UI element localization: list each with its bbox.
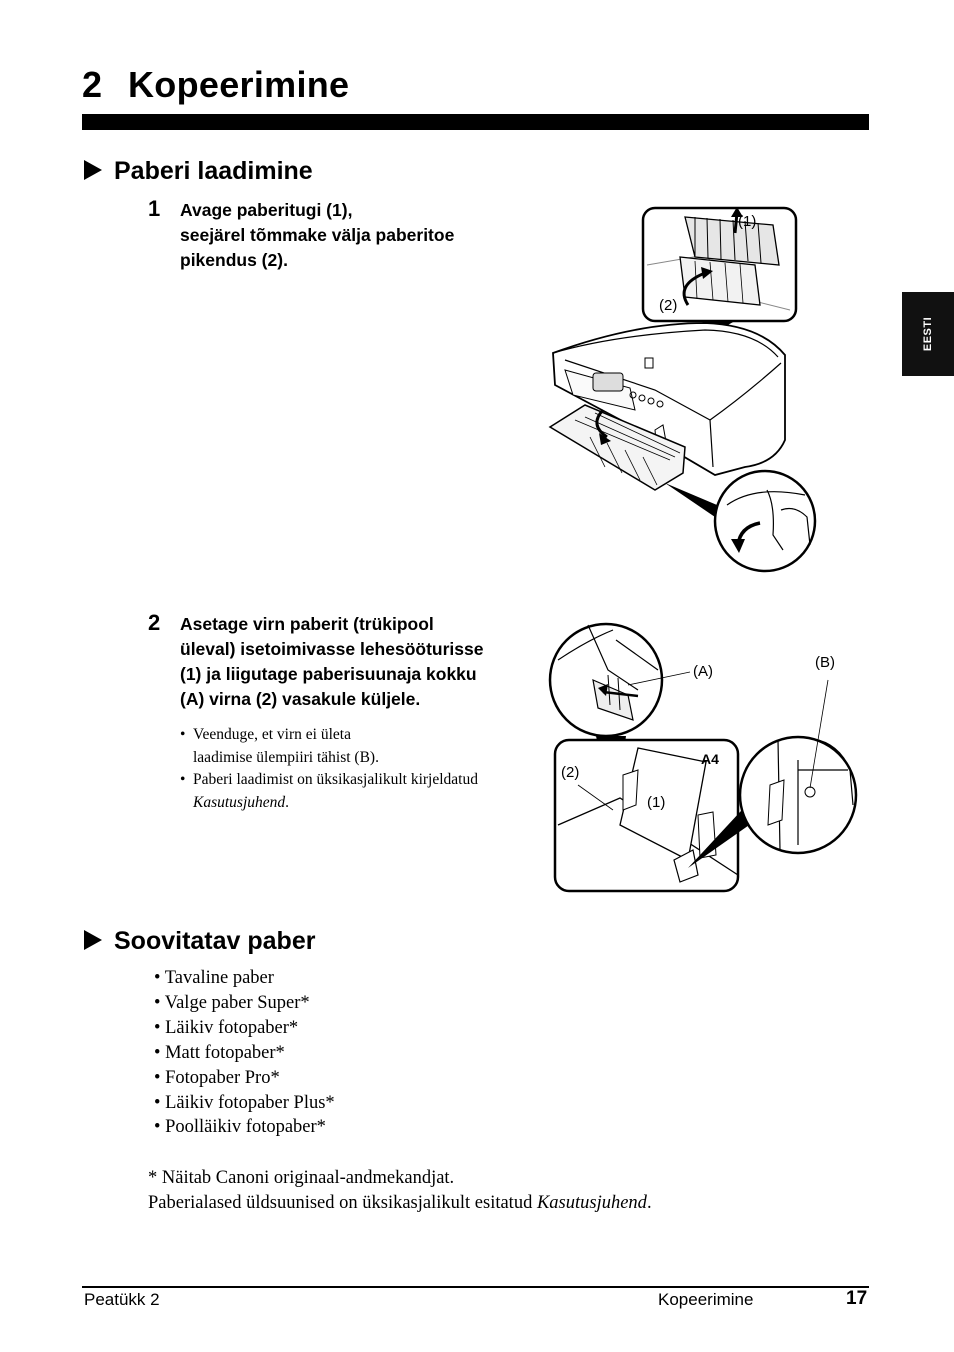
callout-2-label: (2) (561, 764, 579, 781)
chapter-title-text: Kopeerimine (128, 64, 350, 105)
list-item: Fotopaber Pro* (154, 1066, 335, 1091)
note-end: . (285, 793, 290, 811)
callout-1-label: (1) (647, 794, 665, 811)
step-1-line: Avage paberitugi (1), (180, 200, 353, 220)
note-line: Paberi laadimist on üksikasjalikult kirj… (193, 771, 478, 788)
section-heading-text: Paberi laadimine (114, 157, 313, 185)
section-heading-text: Soovitatav paber (114, 927, 316, 955)
list-item: Matt fotopaber* (154, 1041, 335, 1066)
list-item: Valge paber Super* (154, 991, 335, 1016)
footer-chapter: Peatükk 2 (84, 1290, 160, 1309)
callout-b-label: (B) (815, 654, 835, 671)
step-1-line: seejärel tõmmake välja paberitoe (180, 225, 455, 245)
paper-loading-illustration: (A) (B) A4 (2) (1) (548, 620, 860, 895)
note-line: laadimise ülempiiri tähist (B). (193, 748, 379, 766)
step-1-line: pikendus (2). (180, 250, 288, 270)
step-2-line: Asetage virn paberit (trükipool (180, 614, 434, 634)
language-tab: EESTI (902, 292, 954, 376)
note-item: Paberi laadimist on üksikasjalikult kirj… (180, 769, 478, 814)
callout-a-label: (A) (693, 663, 713, 680)
list-item: Läikiv fotopaber Plus* (154, 1091, 335, 1116)
callout-2-label: (2) (659, 297, 677, 314)
chapter-title: 2 Kopeerimine (82, 64, 349, 106)
step-1-instruction: Avage paberitugi (1), seejärel tõmmake v… (180, 198, 550, 273)
step-2-notes: Veenduge, et virn ei ületa laadimise üle… (180, 724, 478, 814)
list-item: Läikiv fotopaber* (154, 1016, 335, 1041)
note-line: Kasutusjuhend. (193, 792, 478, 815)
step-number-2: 2 (148, 610, 161, 635)
printer-illustration-svg: (1) (2) (548, 206, 817, 573)
printer-paper-support-illustration: (1) (2) (545, 205, 820, 575)
paper-size-label: A4 (701, 751, 719, 767)
chapter-rule (82, 114, 869, 130)
general-guidelines-end: . (646, 1193, 652, 1213)
step-2-line: (1) ja liigutage paberisuunaja kokku (180, 664, 477, 684)
step-number-1: 1 (148, 196, 161, 221)
list-item: Poolläikiv fotopaber* (154, 1115, 335, 1140)
general-guidelines-lead: Paberialased üldsuunised on üksikasjalik… (148, 1193, 537, 1213)
page-number: 17 (846, 1288, 868, 1309)
paper-loading-svg: (A) (B) A4 (2) (1) (548, 622, 858, 893)
manual-reference: Kasutusjuhend (193, 793, 286, 811)
triangle-arrow-icon (84, 160, 102, 180)
triangle-arrow-icon (84, 930, 102, 950)
step-2-line: (A) virna (2) vasakule küljele. (180, 689, 421, 709)
note-line: Veenduge, et virn ei ületa (193, 726, 351, 743)
chapter-number: 2 (82, 64, 103, 105)
general-guidelines-text: Paberialased üldsuunised on üksikasjalik… (148, 1193, 652, 1214)
step-2-instruction: Asetage virn paberit (trükipool üleval) … (180, 612, 550, 712)
canon-media-footnote: * Näitab Canoni originaal-andmekandjat. (148, 1168, 455, 1188)
footer-rule (82, 1286, 869, 1288)
step-2-line: üleval) isetoimivasse lehesööturisse (180, 639, 484, 659)
section-heading-paper-loading: Paberi laadimine (84, 157, 313, 186)
list-item: Tavaline paber (154, 966, 335, 991)
recommended-paper-list: Tavaline paber Valge paber Super* Läikiv… (154, 966, 335, 1140)
note-item: Veenduge, et virn ei ületa laadimise üle… (180, 724, 478, 769)
language-tab-label: EESTI (922, 316, 934, 352)
section-heading-recommended-paper: Soovitatav paber (84, 927, 315, 956)
footer-section: Kopeerimine (658, 1290, 754, 1309)
manual-reference: Kasutusjuhend (536, 1193, 647, 1213)
callout-1-label: (1) (738, 213, 756, 230)
